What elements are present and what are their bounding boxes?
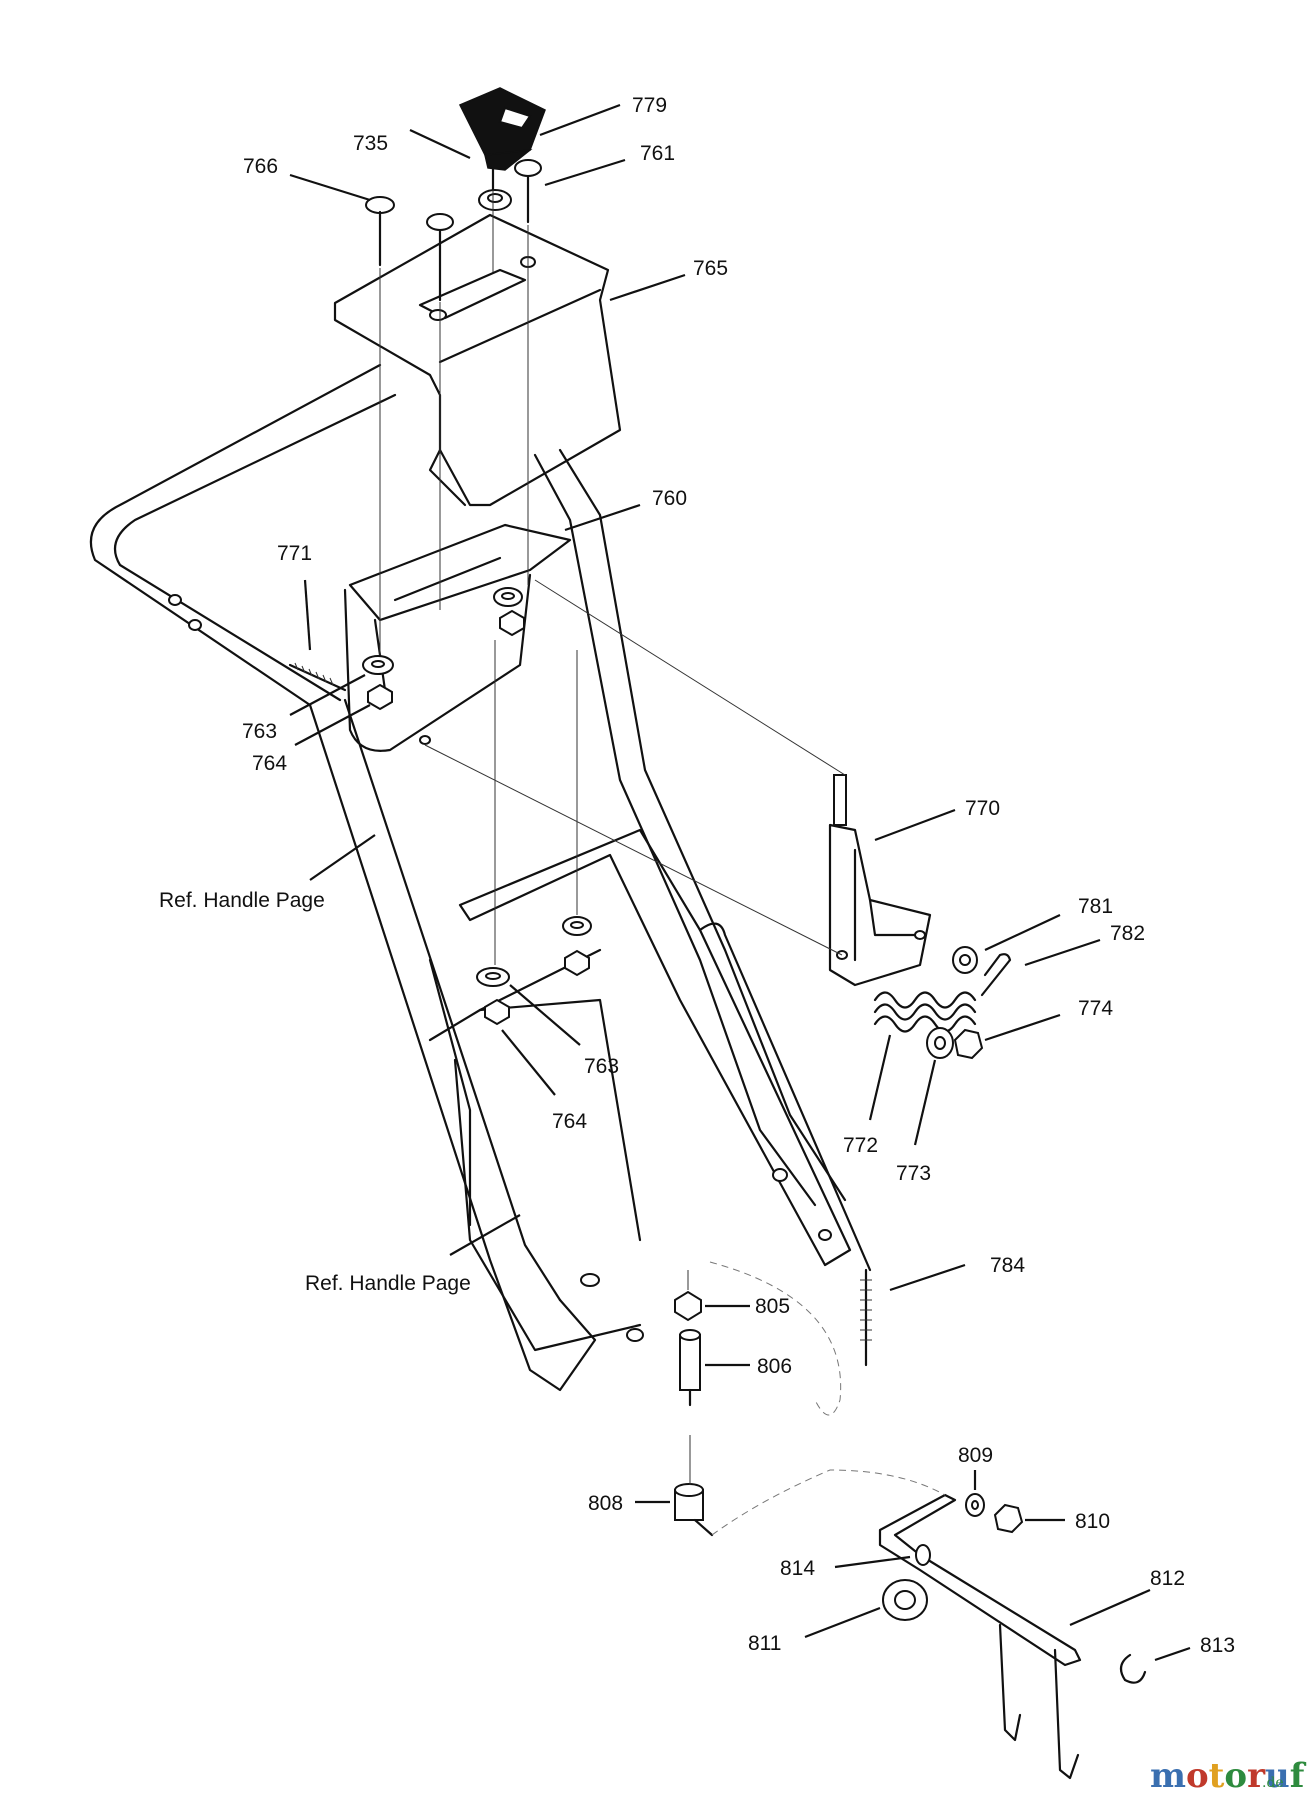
bushing-811-icon [882,1579,928,1621]
label-770: 770 [965,797,1000,820]
shift-knob-icon [458,87,546,192]
label-765: 765 [693,257,728,280]
svg-text:motoruf: motoruf [1150,1756,1307,1796]
label-ref-handle-page-lower: Ref. Handle Page [305,1272,471,1295]
label-766: 766 [243,155,278,178]
handle-bolt-hole [626,1328,644,1342]
washer-763-icon [362,587,592,987]
handle-bolt-hole [818,1229,832,1241]
label-811: 811 [748,1632,781,1655]
carriage-bolt-766-icon [365,196,454,302]
bearing-814-icon [915,1544,931,1566]
shift-rod-784 [698,922,872,1367]
label-813: 813 [1200,1634,1235,1657]
label-761: 761 [640,142,675,165]
hex-nut-735-icon [478,189,512,211]
leader-lines [289,103,1191,1662]
label-764-lower: 764 [552,1110,587,1133]
hex-nut-774-icon [953,1028,984,1060]
handle-bolt-hole [580,1273,600,1287]
washer-773-icon [926,1027,954,1059]
label-814: 814 [780,1557,815,1580]
carriage-bolt-761-icon [514,159,542,224]
handle-bolt-hole [772,1168,788,1182]
label-774: 774 [1078,997,1113,1020]
label-805: 805 [755,1295,790,1318]
hex-nut-805-icon [674,1290,702,1322]
handle-bolt-hole [188,619,202,631]
svg-text:.de: .de [1262,1775,1284,1791]
label-773: 773 [896,1162,931,1185]
compression-spring-772 [873,991,977,1033]
lower-handle-frame [168,594,832,1352]
spacer-806-icon [679,1329,701,1407]
label-781: 781 [1078,895,1113,918]
shift-arm-812 [878,1493,1082,1780]
hex-nut-764-icon [367,609,590,1026]
ferrule-808-icon [674,1483,714,1537]
console-cover-765 [333,213,622,507]
assembly-guide-lines [379,190,946,1536]
label-809: 809 [958,1444,993,1467]
label-808: 808 [588,1492,623,1515]
part-labels: 779 735 761 766 765 760 771 763 764 770 … [159,94,1235,1657]
shift-bracket-760 [343,523,572,752]
threaded-rod-771 [288,662,347,692]
label-771: 771 [277,542,312,565]
label-760: 760 [652,487,687,510]
label-810: 810 [1075,1510,1110,1533]
label-772: 772 [843,1134,878,1157]
label-784: 784 [990,1254,1025,1277]
label-763-lower: 763 [584,1055,619,1078]
shift-lever-770 [828,774,932,987]
label-ref-handle-page-upper: Ref. Handle Page [159,889,325,912]
e-ring-813-icon [1119,1653,1147,1684]
label-806: 806 [757,1355,792,1378]
label-735: 735 [353,132,388,155]
motoruf-logo: motoruf .de [1150,1756,1307,1796]
label-779: 779 [632,94,667,117]
label-812: 812 [1150,1567,1185,1590]
label-782: 782 [1110,922,1145,945]
hex-nut-810-icon [993,1503,1024,1534]
washer-781-icon [952,946,978,974]
label-764-upper: 764 [252,752,287,775]
washer-809-icon [965,1493,985,1517]
label-763-upper: 763 [242,720,277,743]
handle-bolt-hole [168,594,182,606]
hairpin-782-icon [980,953,1012,997]
